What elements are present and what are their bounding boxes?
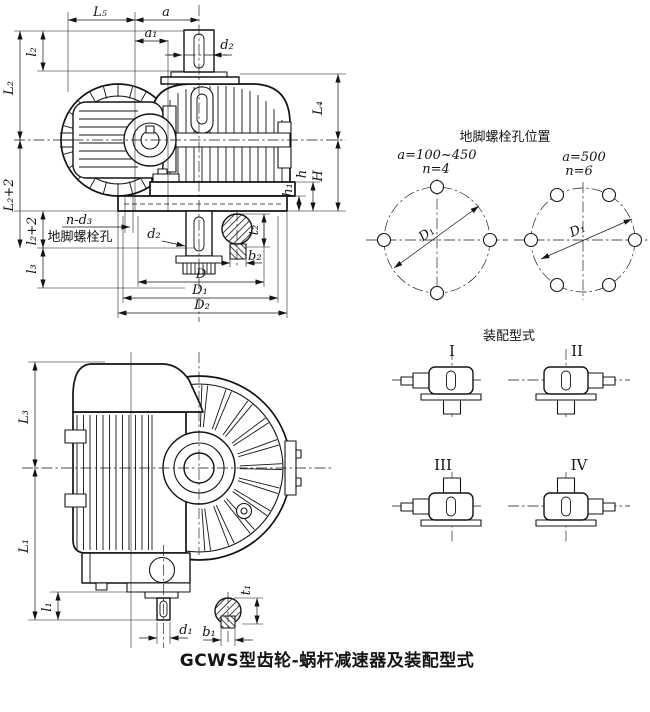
assembly-type-4: IV bbox=[508, 456, 630, 543]
dim-D1: D₁ bbox=[191, 283, 208, 298]
motor-clamp bbox=[64, 429, 87, 444]
assembly-label-3: III bbox=[434, 456, 452, 474]
front-dimension-lines bbox=[17, 17, 341, 316]
dim-l2plus2: l₂+2 bbox=[25, 217, 40, 246]
dim-l3: l₃ bbox=[25, 264, 40, 273]
bolt-hole-layout: 地脚螺栓孔位置 a=100~450 n=4 D₁ a=500 n=6 bbox=[366, 129, 650, 301]
dim-h: h bbox=[295, 170, 310, 178]
dim-l1: l₁ bbox=[40, 602, 55, 611]
dim-t1: t₁ bbox=[239, 585, 254, 595]
dim-L2plus2: L₂+2 bbox=[2, 178, 17, 212]
bolt-hole bbox=[601, 277, 617, 293]
drawing-caption: GCWS型齿轮-蜗杆减速器及装配型式 bbox=[180, 650, 474, 671]
bolt-hole bbox=[429, 285, 445, 301]
input-keyway bbox=[145, 125, 155, 134]
foot-hole-label: 地脚螺栓孔 bbox=[47, 229, 112, 245]
motor-side-cap bbox=[72, 363, 204, 413]
side-dimension-lines bbox=[32, 362, 260, 643]
bolt-circle-n6: a=500 n=6 D₁ bbox=[514, 150, 650, 300]
bolt-n4-range: a=100~450 bbox=[397, 148, 476, 163]
dim-L5: L₅ bbox=[92, 5, 108, 20]
assembly-label-1: I bbox=[449, 342, 455, 360]
bolt-hole bbox=[601, 187, 617, 203]
foot-hole-count: n-d₃ bbox=[66, 213, 92, 228]
dim-D: D bbox=[195, 267, 207, 282]
bolt-hole bbox=[523, 232, 539, 248]
top-flange bbox=[160, 76, 240, 85]
bolt-n6-count: n=6 bbox=[565, 164, 593, 179]
dim-l2: l₂ bbox=[25, 47, 40, 56]
bolt-n4-dia: D₁ bbox=[415, 224, 437, 246]
housing-foot bbox=[149, 181, 296, 197]
bolt-layout-title: 地脚螺栓孔位置 bbox=[459, 129, 550, 145]
dim-d2-bottom: d₂ bbox=[147, 227, 161, 242]
dim-L4: L₄ bbox=[311, 101, 326, 116]
dim-D2: D₂ bbox=[193, 298, 210, 313]
bolt-n6-range: a=500 bbox=[562, 150, 605, 165]
assembly-types: 装配型式 I II bbox=[392, 329, 630, 543]
dim-L2: L₂ bbox=[2, 81, 17, 96]
bolt-hole bbox=[376, 232, 392, 248]
dim-b1: b₁ bbox=[202, 625, 216, 640]
dim-a: a bbox=[162, 5, 170, 20]
output-bore bbox=[148, 556, 176, 584]
dim-b2: b₂ bbox=[248, 249, 262, 264]
assembly-label-2: II bbox=[571, 342, 583, 360]
housing-bolt bbox=[235, 502, 253, 520]
motor-horizontal-fins bbox=[79, 110, 138, 168]
dim-d2-top: d₂ bbox=[220, 38, 234, 53]
assembly-type-3: III bbox=[392, 456, 484, 543]
dim-d1: d₁ bbox=[179, 623, 193, 638]
bolt-n6-dia: D₁ bbox=[566, 221, 587, 241]
motor-clamp bbox=[64, 493, 87, 508]
bolt-hole bbox=[549, 277, 565, 293]
centerlines bbox=[14, 5, 346, 322]
front-view: L₅ a a₁ d₂ l₂ L₂ L₂+2 l₂+2 l₃ L₄ H h h₁ … bbox=[2, 5, 346, 322]
side-view: L₃ L₁ l₁ d₁ b₁ t₁ bbox=[17, 352, 332, 648]
assembly-type-1: I bbox=[392, 342, 484, 417]
dim-L1: L₁ bbox=[17, 539, 32, 554]
dim-t2: t₂ bbox=[247, 225, 262, 235]
bolt-hole bbox=[627, 232, 643, 248]
dim-L3: L₃ bbox=[17, 410, 32, 425]
dim-h1: h₁ bbox=[281, 183, 296, 197]
bolt-hole bbox=[429, 179, 445, 195]
assembly-title: 装配型式 bbox=[483, 329, 535, 344]
base-plate bbox=[117, 195, 288, 212]
dim-H: H bbox=[311, 170, 326, 183]
assembly-label-4: IV bbox=[571, 456, 589, 474]
assembly-type-2: II bbox=[508, 342, 630, 417]
bolt-circle-n4: a=100~450 n=4 D₁ bbox=[366, 148, 508, 301]
vertical-shaft-boss bbox=[190, 86, 214, 134]
dim-a1: a₁ bbox=[145, 26, 158, 41]
bolt-hole bbox=[549, 187, 565, 203]
bolt-hole bbox=[482, 232, 498, 248]
bolt-n4-count: n=4 bbox=[422, 162, 450, 177]
motor-side-fins bbox=[76, 415, 153, 550]
